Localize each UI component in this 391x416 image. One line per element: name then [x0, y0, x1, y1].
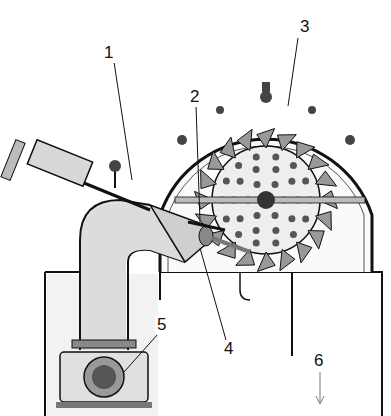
bolt [223, 177, 230, 184]
bolt [253, 166, 260, 173]
bolt [272, 212, 279, 219]
casing-bolt [345, 135, 355, 145]
valve [84, 357, 124, 397]
callout-number: 3 [298, 18, 311, 37]
stem [114, 170, 116, 188]
bolt [254, 181, 261, 188]
bucket [280, 249, 295, 270]
bolt [288, 178, 295, 185]
bolt [235, 231, 242, 238]
bolt [302, 216, 309, 223]
bucket [237, 129, 252, 150]
bolt [253, 154, 260, 161]
deflector [188, 222, 225, 230]
callout-number: 5 [155, 316, 168, 335]
flange [72, 340, 136, 348]
leader-line [114, 62, 132, 180]
bolt [272, 154, 279, 161]
bolt [272, 166, 279, 173]
leader-line [288, 38, 298, 106]
handwheel [1, 140, 25, 181]
knob [109, 160, 121, 172]
bucket [315, 211, 331, 230]
callout-number: 6 [312, 352, 325, 371]
casing-vent [262, 82, 270, 92]
bucket [315, 171, 336, 186]
actuator [27, 140, 92, 187]
bucket [257, 129, 275, 148]
callout-number: 2 [188, 88, 201, 107]
bucket [297, 142, 315, 158]
bolt [272, 181, 279, 188]
valve-core [92, 365, 116, 389]
bolt [223, 216, 230, 223]
bucket [308, 154, 329, 169]
callout-number: 4 [222, 340, 235, 359]
casing-bolt [308, 106, 316, 114]
casing-inner [168, 146, 364, 272]
bucket [257, 252, 275, 271]
tailrace-edge [240, 272, 250, 300]
bucket [201, 170, 217, 189]
flow-arrow [320, 372, 321, 402]
bolt [302, 177, 309, 184]
bolt [237, 178, 244, 185]
bolt [272, 239, 279, 246]
casing-bolt [216, 106, 224, 114]
bolt [290, 231, 297, 238]
bucket [308, 231, 324, 249]
nozzle [150, 205, 205, 262]
leader-line [200, 248, 226, 340]
casing-bolt [260, 91, 272, 103]
runner-wheel [175, 129, 365, 272]
bolt [272, 227, 279, 234]
bolt [288, 215, 295, 222]
leader-line [124, 334, 158, 372]
bucket [277, 135, 296, 151]
flow-arrow-head [316, 396, 324, 404]
bolt [235, 162, 242, 169]
valve-base [56, 402, 152, 408]
bolt [254, 212, 261, 219]
leader-line [196, 106, 200, 222]
floor [160, 272, 382, 416]
bucket [220, 137, 235, 158]
water-jet [212, 238, 250, 252]
bolt [237, 215, 244, 222]
tailrace-wall [291, 272, 293, 356]
bucket [297, 242, 312, 263]
hub [257, 191, 275, 209]
bolt [253, 227, 260, 234]
bolt [290, 162, 297, 169]
casing-bolt [177, 135, 187, 145]
needle [199, 226, 213, 246]
bolt [253, 239, 260, 246]
bucket [208, 151, 224, 169]
callout-number: 1 [102, 44, 115, 63]
